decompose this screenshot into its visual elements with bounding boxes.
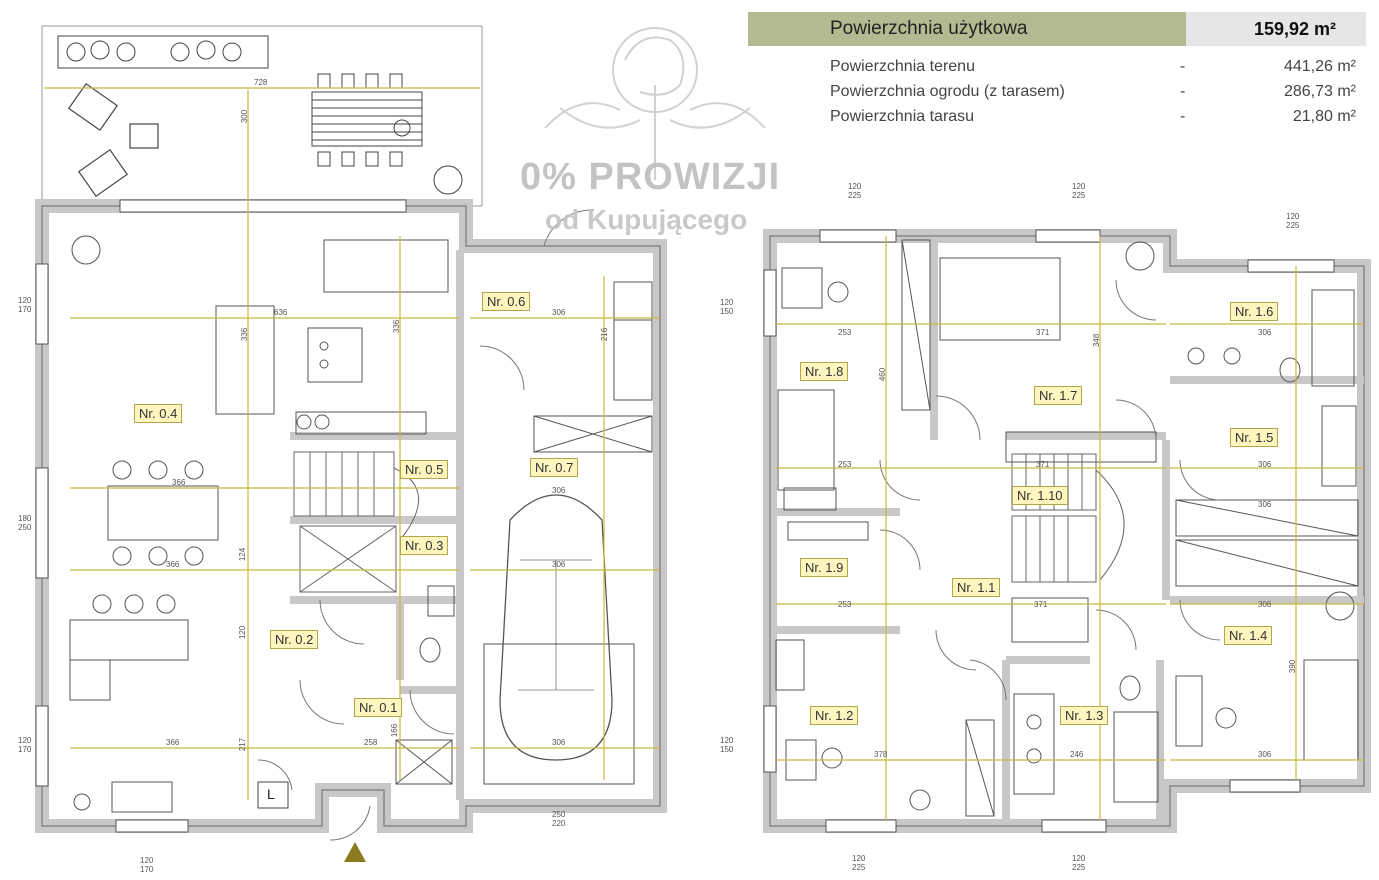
area-row-dash: -: [1180, 58, 1186, 75]
dim-label: 306: [552, 560, 566, 569]
ground-stairs: [293, 451, 420, 593]
dim-label: 250 220: [552, 810, 566, 828]
room-label-0-7: Nr. 0.7: [530, 458, 579, 477]
dim-label: 366: [166, 738, 180, 747]
room-label-1-5: Nr. 1.5: [1230, 428, 1279, 447]
dim-label: 371: [1036, 328, 1050, 337]
usable-area-header: Powierzchnia użytkowa 159,92 m²: [748, 12, 1366, 46]
room-label-1-2: Nr. 1.2: [810, 706, 859, 725]
room-label-0-3: Nr. 0.3: [400, 536, 449, 555]
dim-label: 336: [392, 319, 402, 334]
area-summary-table: Powierzchnia użytkowa 159,92 m² Powierzc…: [748, 12, 1366, 129]
room-label-1-4: Nr. 1.4: [1224, 626, 1273, 645]
room-label-0-1: Nr. 0.1: [354, 698, 403, 717]
dim-label: 253: [838, 328, 852, 337]
entrance-arrow-icon: [344, 842, 366, 862]
area-row: Powierzchnia ogrodu (z tarasem) - 286,73…: [748, 79, 1366, 104]
area-row-label: Powierzchnia terenu: [830, 58, 975, 75]
watermark-lion-logo: [544, 27, 766, 180]
room-label-0-4: Nr. 0.4: [134, 404, 183, 423]
area-row: Powierzchnia terenu - 441,26 m²: [748, 54, 1366, 79]
room-label-0-5: Nr. 0.5: [400, 460, 449, 479]
dim-label: 253: [838, 460, 852, 469]
dim-label: 306: [1258, 600, 1272, 609]
dim-label: 336: [240, 327, 250, 342]
dim-label: 246: [1070, 750, 1084, 759]
dining-table-icon: [107, 485, 219, 541]
dim-label: 366: [166, 560, 180, 569]
dim-label: 217: [238, 737, 248, 752]
dim-label: 120 170: [140, 856, 154, 874]
dim-label: 306: [552, 486, 566, 495]
area-row-value: 441,26 m²: [1283, 58, 1356, 75]
area-row-label: Powierzchnia ogrodu (z tarasem): [830, 83, 1065, 100]
room-label-1-3: Nr. 1.3: [1060, 706, 1109, 725]
plant-box-icon: [57, 35, 269, 69]
room-label-1-6: Nr. 1.6: [1230, 302, 1279, 321]
lounge-chair-icon: [67, 82, 159, 198]
dim-label: 120 225: [1072, 854, 1086, 872]
dim-label: 371: [1034, 600, 1048, 609]
dim-label: 180 250: [18, 514, 32, 532]
dim-label: 306: [1258, 750, 1272, 759]
dim-label: 366: [172, 478, 186, 487]
dim-label: 390: [1288, 659, 1298, 674]
dim-label: 306: [552, 738, 566, 747]
dim-label: 378: [874, 750, 888, 759]
room-label-1-10: Nr. 1.10: [1012, 486, 1068, 505]
first-stairs: [1011, 453, 1125, 583]
watermark-text: 0% PROWIZJI: [520, 156, 781, 198]
car-icon: [499, 494, 613, 761]
dim-label: 348: [1092, 333, 1102, 348]
area-row-label: Powierzchnia tarasu: [830, 108, 975, 125]
dim-label: 460: [878, 367, 888, 382]
usable-area-label: Powierzchnia użytkowa: [748, 12, 1186, 46]
dim-label: 306: [552, 308, 566, 317]
watermark-subtext: od Kupującego: [545, 204, 748, 235]
room-label-0-2: Nr. 0.2: [270, 630, 319, 649]
dim-label: 166: [390, 723, 400, 738]
dim-label: 371: [1036, 460, 1050, 469]
area-row-dash: -: [1180, 83, 1186, 100]
dim-label: 120 150: [720, 736, 734, 754]
area-row-dash: -: [1180, 108, 1186, 125]
dim-label: 306: [1258, 460, 1272, 469]
dim-label: 120 150: [720, 298, 734, 316]
dim-label: 300: [240, 109, 250, 124]
area-row-value: 21,80 m²: [1292, 108, 1356, 125]
dim-label: 120 225: [852, 854, 866, 872]
dim-label: 120 170: [18, 736, 32, 754]
room-label-0-6: Nr. 0.6: [482, 292, 531, 311]
dim-label: 258: [364, 738, 378, 747]
dim-label: 253: [838, 600, 852, 609]
area-row-value: 286,73 m²: [1283, 83, 1356, 100]
bathtub-icon: [1113, 711, 1159, 803]
room-label-1-9: Nr. 1.9: [800, 558, 849, 577]
dim-label: 728: [254, 78, 268, 87]
sofa-icon: [323, 239, 449, 293]
dim-label: 120 225: [1286, 212, 1300, 230]
l-marker-box: [257, 781, 289, 809]
first-floor-plan: [763, 229, 1371, 833]
l-marker-label: L: [267, 786, 275, 802]
area-row: Powierzchnia tarasu - 21,80 m²: [748, 104, 1366, 129]
dim-label: 306: [1258, 328, 1272, 337]
dim-label: 636: [274, 308, 288, 317]
ground-floor-plan: [35, 25, 667, 862]
dim-label: 120 225: [1072, 182, 1086, 200]
dim-label: 216: [600, 327, 610, 342]
dim-label: 120 225: [848, 182, 862, 200]
bed-icon: [939, 257, 1061, 341]
usable-area-value: 159,92 m²: [1186, 12, 1366, 46]
kitchen-counter-icon: [69, 619, 189, 661]
dim-label: 120: [238, 625, 248, 640]
dim-label: 306: [1258, 500, 1272, 509]
room-label-1-7: Nr. 1.7: [1034, 386, 1083, 405]
dim-label: 124: [238, 547, 248, 562]
room-label-1-8: Nr. 1.8: [800, 362, 849, 381]
room-label-1-1: Nr. 1.1: [952, 578, 1001, 597]
dim-label: 120 170: [18, 296, 32, 314]
